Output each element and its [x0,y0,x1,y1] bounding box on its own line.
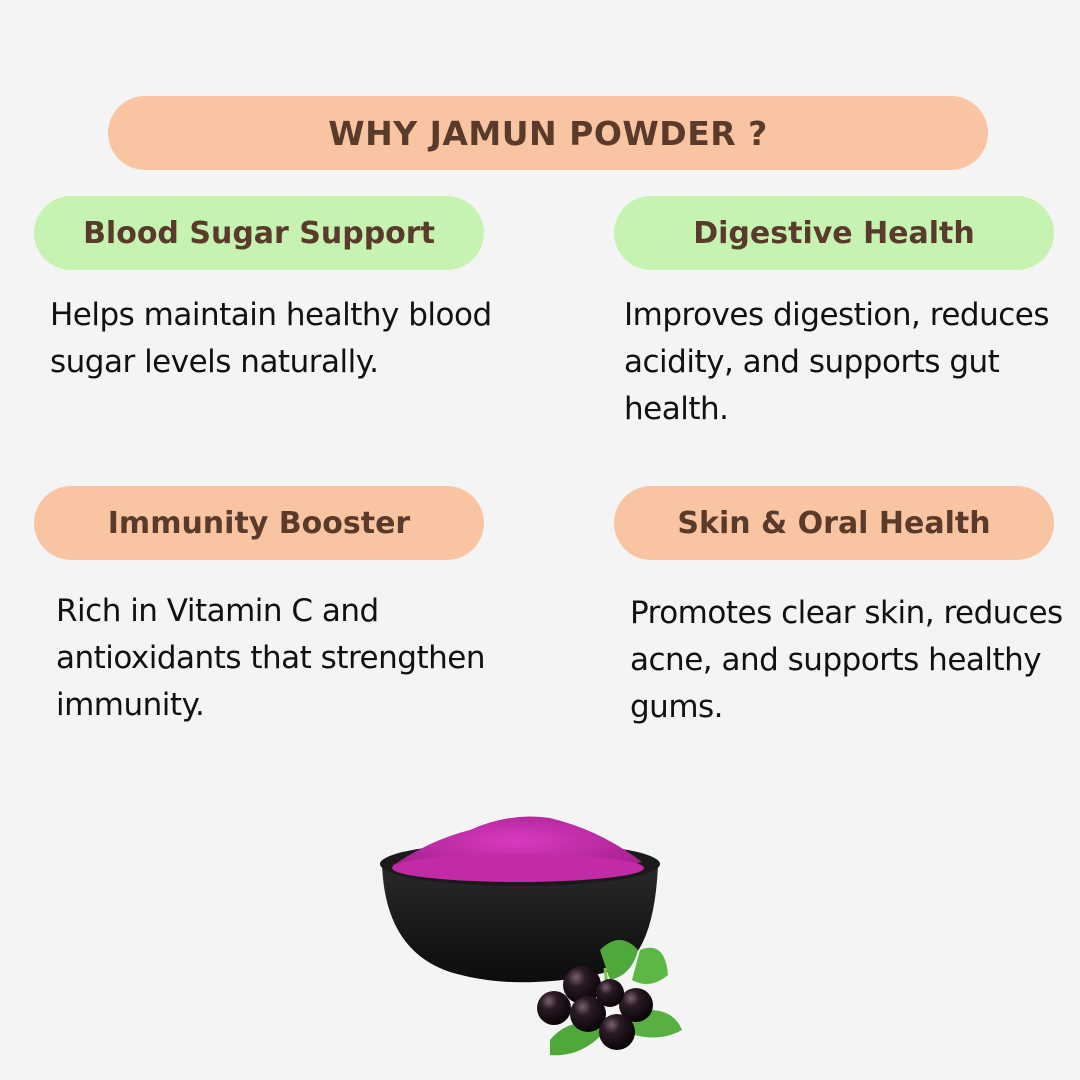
benefit-description-digestive: Improves digestion, reduces acidity, and… [624,297,1049,427]
benefit-heading-digestive: Digestive Health [614,196,1054,270]
page-title: WHY JAMUN POWDER ? [328,113,768,153]
benefit-heading-blood-sugar: Blood Sugar Support [34,196,484,270]
jamun-powder-bowl-icon [380,816,682,1056]
benefit-heading-label: Immunity Booster [107,505,411,541]
product-image [370,800,700,1070]
benefit-description-blood-sugar: Helps maintain healthy blood sugar level… [50,297,492,380]
benefit-heading-label: Blood Sugar Support [83,215,435,251]
benefit-heading-skin-oral: Skin & Oral Health [614,486,1054,560]
title-banner: WHY JAMUN POWDER ? [108,96,988,170]
benefit-heading-label: Skin & Oral Health [677,505,991,541]
benefit-description-immunity: Rich in Vitamin C and antioxidants that … [56,593,485,723]
benefit-description-skin-oral: Promotes clear skin, reduces acne, and s… [630,595,1063,725]
benefit-heading-immunity: Immunity Booster [34,486,484,560]
benefit-heading-label: Digestive Health [693,215,975,251]
